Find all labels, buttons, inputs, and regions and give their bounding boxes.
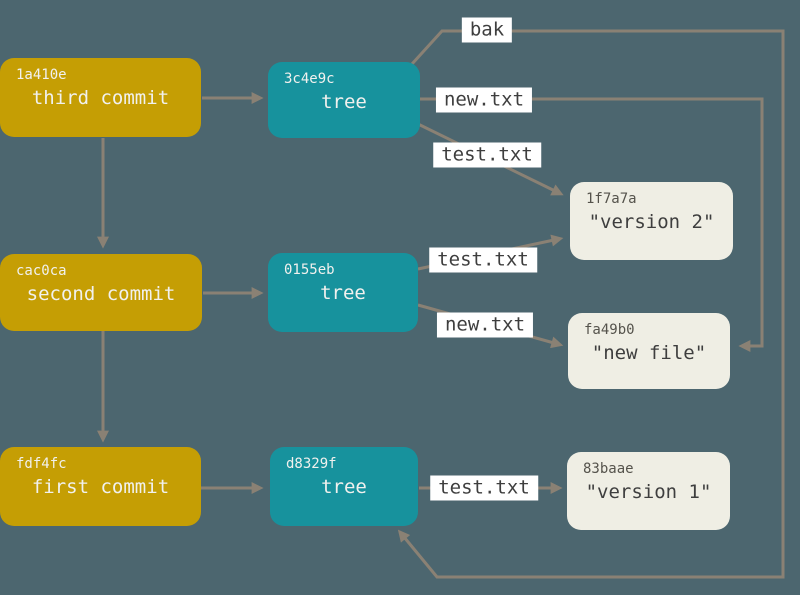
blob-content: "version 1" (585, 481, 712, 503)
edge-label-newtxt-tree2: new.txt (436, 312, 534, 338)
edge-label-newtxt-tree1: new.txt (435, 87, 533, 113)
commit-node-second: cac0ca second commit (0, 254, 202, 331)
blob-hash: 83baae (583, 461, 634, 477)
tree-title: tree (321, 476, 367, 498)
edge-label-testtxt-tree2: test.txt (429, 247, 537, 273)
edge-label-bak: bak (461, 17, 513, 43)
edge-tree1-bak-to-tree3 (397, 29, 785, 579)
commit-title: first commit (31, 476, 170, 498)
commit-node-first: fdf4fc first commit (0, 447, 201, 526)
tree-node-3c4e9c: 3c4e9c tree (268, 62, 420, 138)
commit-hash: 1a410e (16, 67, 67, 83)
blob-content: "version 2" (588, 211, 715, 233)
tree-hash: d8329f (286, 456, 337, 472)
blob-hash: fa49b0 (584, 322, 635, 338)
commit-node-third: 1a410e third commit (0, 58, 201, 137)
blob-content: "new file" (591, 342, 707, 364)
commit-hash: cac0ca (16, 263, 67, 279)
edge-label-testtxt-tree3: test.txt (430, 475, 538, 501)
blob-hash: 1f7a7a (586, 191, 637, 207)
blob-node-1f7a7a: 1f7a7a "version 2" (570, 182, 733, 260)
tree-hash: 0155eb (284, 262, 335, 278)
blob-node-83baae: 83baae "version 1" (567, 452, 730, 530)
tree-node-0155eb: 0155eb tree (268, 253, 418, 332)
blob-node-fa49b0: fa49b0 "new file" (568, 313, 730, 389)
tree-title: tree (320, 282, 366, 304)
edge-tree1-newtxt-to-blob2 (420, 97, 764, 352)
commit-hash: fdf4fc (16, 456, 67, 472)
tree-node-d8329f: d8329f tree (270, 447, 418, 526)
commit-title: third commit (31, 87, 170, 109)
edge-label-testtxt-tree1: test.txt (433, 142, 541, 168)
commit-title: second commit (26, 283, 176, 305)
tree-title: tree (321, 91, 367, 113)
tree-hash: 3c4e9c (284, 71, 335, 87)
